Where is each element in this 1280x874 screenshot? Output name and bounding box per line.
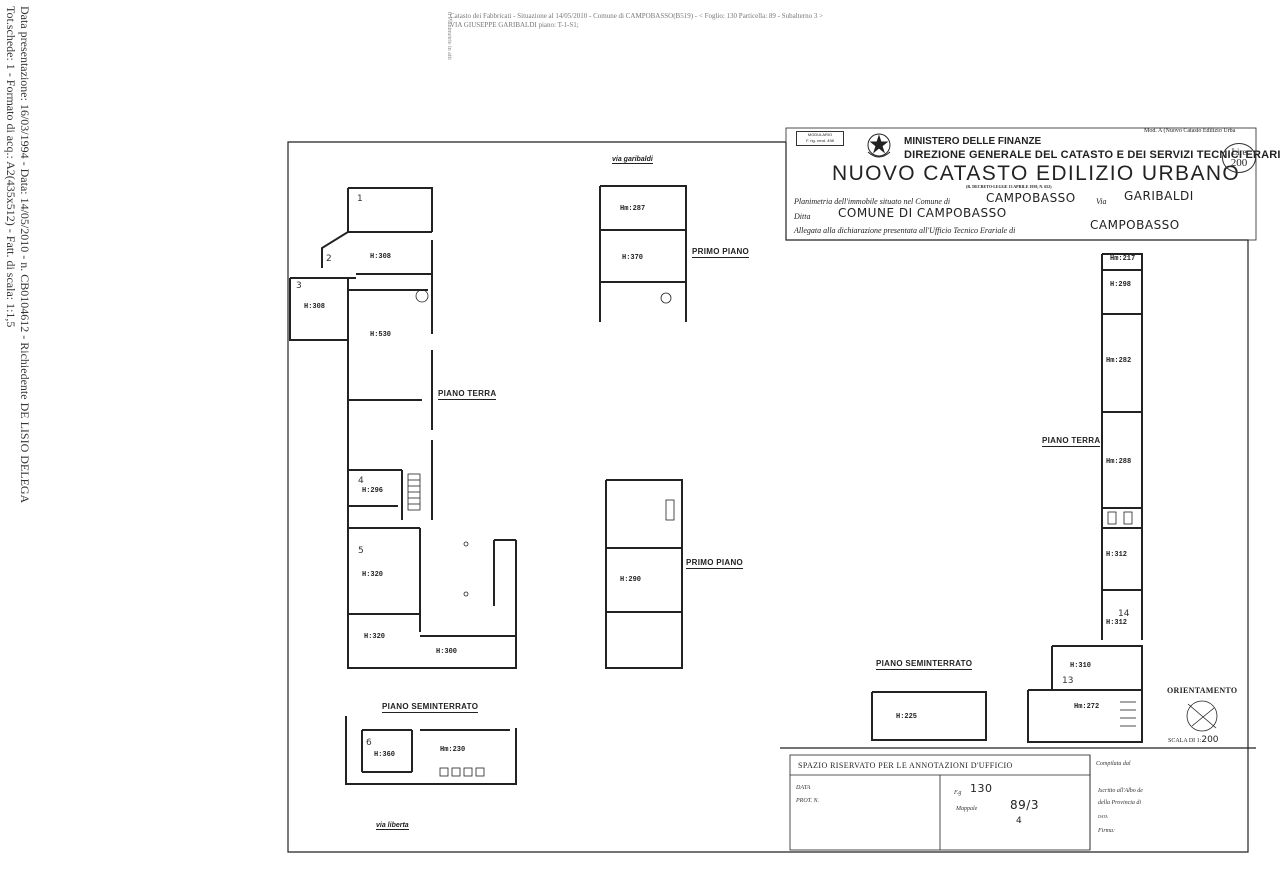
- street-label-liberta: via liberta: [376, 822, 409, 830]
- planimetria-label: Planimetria dell'immobile situato nel Co…: [794, 197, 951, 206]
- room-height: Hm:217: [1110, 255, 1136, 263]
- room-height: H:360: [374, 751, 396, 759]
- scale-value: 200: [1201, 735, 1219, 745]
- room-number: 14: [1118, 609, 1130, 619]
- room-height: H:310: [1070, 662, 1092, 670]
- via-value: GARIBALDI: [1124, 189, 1194, 203]
- room-height: Hm:282: [1106, 357, 1132, 365]
- room-height: Hm:230: [440, 746, 466, 754]
- orientation-label: ORIENTAMENTO: [1167, 686, 1238, 695]
- room-height: H:312: [1106, 551, 1128, 559]
- sheet-frame: [287, 141, 786, 853]
- floor-label-primo-piano-bottom: PRIMO PIANO: [686, 558, 744, 569]
- mappale-label: Mappale: [956, 806, 978, 812]
- room-number: 3: [296, 281, 302, 291]
- side-note-line-2: Tot.schede: 1 - Formato di acq.: A2(435x…: [4, 6, 18, 328]
- model-note: Mod. A (Nuovo Catasto Edilizio Urba: [1144, 128, 1236, 134]
- stamp-fee-badge: Lire 200: [1222, 143, 1256, 173]
- side-registry-note: Data presentazione: 16/03/1994 - Data: 1…: [4, 6, 32, 503]
- room-height: H:300: [436, 648, 458, 656]
- room-number: 2: [326, 254, 332, 264]
- side-note-line-1: Data presentazione: 16/03/1994 - Data: 1…: [18, 6, 32, 504]
- data-label: DATA: [796, 785, 811, 791]
- ditta-label: Ditta: [794, 212, 811, 221]
- room-height: H:370: [622, 254, 644, 262]
- street-label-garibaldi: via garibaldi: [612, 156, 653, 164]
- ministry-title: MINISTERO DELLE FINANZE: [904, 136, 1042, 147]
- lire-label: Lire: [1231, 147, 1247, 157]
- comune-value: CAMPOBASSO: [986, 191, 1076, 205]
- floor-label-seminterrato-right: PIANO SEMINTERRATO: [876, 659, 973, 670]
- compilata-label: Compilata dal: [1096, 761, 1131, 767]
- floor-label-piano-terra-right: PIANO TERRA: [1042, 436, 1101, 447]
- iscritto-label: Iscritto all'Albo de: [1098, 788, 1143, 794]
- decree-note: (R. DECRETO-LEGGE 13 APRILE 1939, N. 652…: [966, 184, 1052, 189]
- allegata-label: Allegata alla dichiarazione presentata a…: [794, 226, 1016, 235]
- foglio-value: 130: [970, 782, 993, 795]
- data-label-2: DATA: [1098, 814, 1108, 819]
- top-note-line-1: Catasto dei Fabbricati - Situazione al 1…: [450, 12, 824, 20]
- ufficio-value: CAMPOBASSO: [1090, 218, 1180, 232]
- modulario-code: F. rig. rend. 498: [806, 138, 834, 143]
- scale-label: SCALA DI 1:200: [1168, 735, 1219, 745]
- direction-title: DIREZIONE GENERALE DEL CATASTO E DEI SER…: [904, 149, 1280, 161]
- room-height: H:320: [362, 571, 384, 579]
- floor-label-piano-terra-left: PIANO TERRA: [438, 389, 497, 400]
- mappale-sub: 4: [1016, 816, 1023, 826]
- office-annotations-title: SPAZIO RISERVATO PER LE ANNOTAZIONI D'UF…: [798, 761, 1013, 770]
- floor-label-primo-piano-top: PRIMO PIANO: [692, 247, 750, 258]
- page-title: NUOVO CATASTO EDILIZIO URBANO: [832, 162, 1241, 185]
- provincia-label: della Provincia di: [1098, 800, 1142, 806]
- room-number: 13: [1062, 676, 1074, 686]
- room-height: H:312: [1106, 619, 1128, 627]
- modulario-box: MODULARIO F. rig. rend. 498: [796, 131, 844, 146]
- room-height: H:296: [362, 487, 384, 495]
- room-height: H:308: [370, 253, 392, 261]
- room-number: 1: [357, 194, 363, 204]
- top-note-line-2: VIA GIUSEPPE GARIBALDI piano: T-1-S1;: [450, 21, 579, 29]
- room-height: Hm:287: [620, 205, 646, 213]
- room-number: 6: [366, 738, 372, 748]
- room-height: H:298: [1110, 281, 1132, 289]
- room-height: H:290: [620, 576, 642, 584]
- ditta-value: COMUNE DI CAMPOBASSO: [838, 206, 1007, 220]
- mappale-value: 89/3: [1010, 798, 1039, 812]
- room-number: 5: [358, 546, 364, 556]
- top-note-vertical: ti Planimetrie in atti: [446, 12, 452, 60]
- room-height: H:225: [896, 713, 918, 721]
- room-number: 4: [358, 476, 364, 486]
- prot-label: PROT. N.: [796, 798, 820, 804]
- lire-value: 200: [1230, 157, 1248, 169]
- firma-label: Firma:: [1098, 828, 1115, 834]
- room-height: Hm:288: [1106, 458, 1132, 466]
- republic-emblem-icon: [867, 133, 891, 158]
- room-height: H:530: [370, 331, 392, 339]
- foglio-label: F.g: [954, 790, 962, 796]
- modulario-label: MODULARIO: [807, 132, 833, 137]
- room-height: H:320: [364, 633, 386, 641]
- scale-prefix: SCALA DI 1:: [1168, 738, 1202, 744]
- room-height: H:308: [304, 303, 326, 311]
- floor-label-seminterrato-left: PIANO SEMINTERRATO: [382, 702, 479, 713]
- via-label: Via: [1096, 197, 1107, 206]
- top-registry-note: ti Planimetrie in atti Catasto dei Fabbr…: [446, 12, 824, 60]
- room-height: Hm:272: [1074, 703, 1100, 711]
